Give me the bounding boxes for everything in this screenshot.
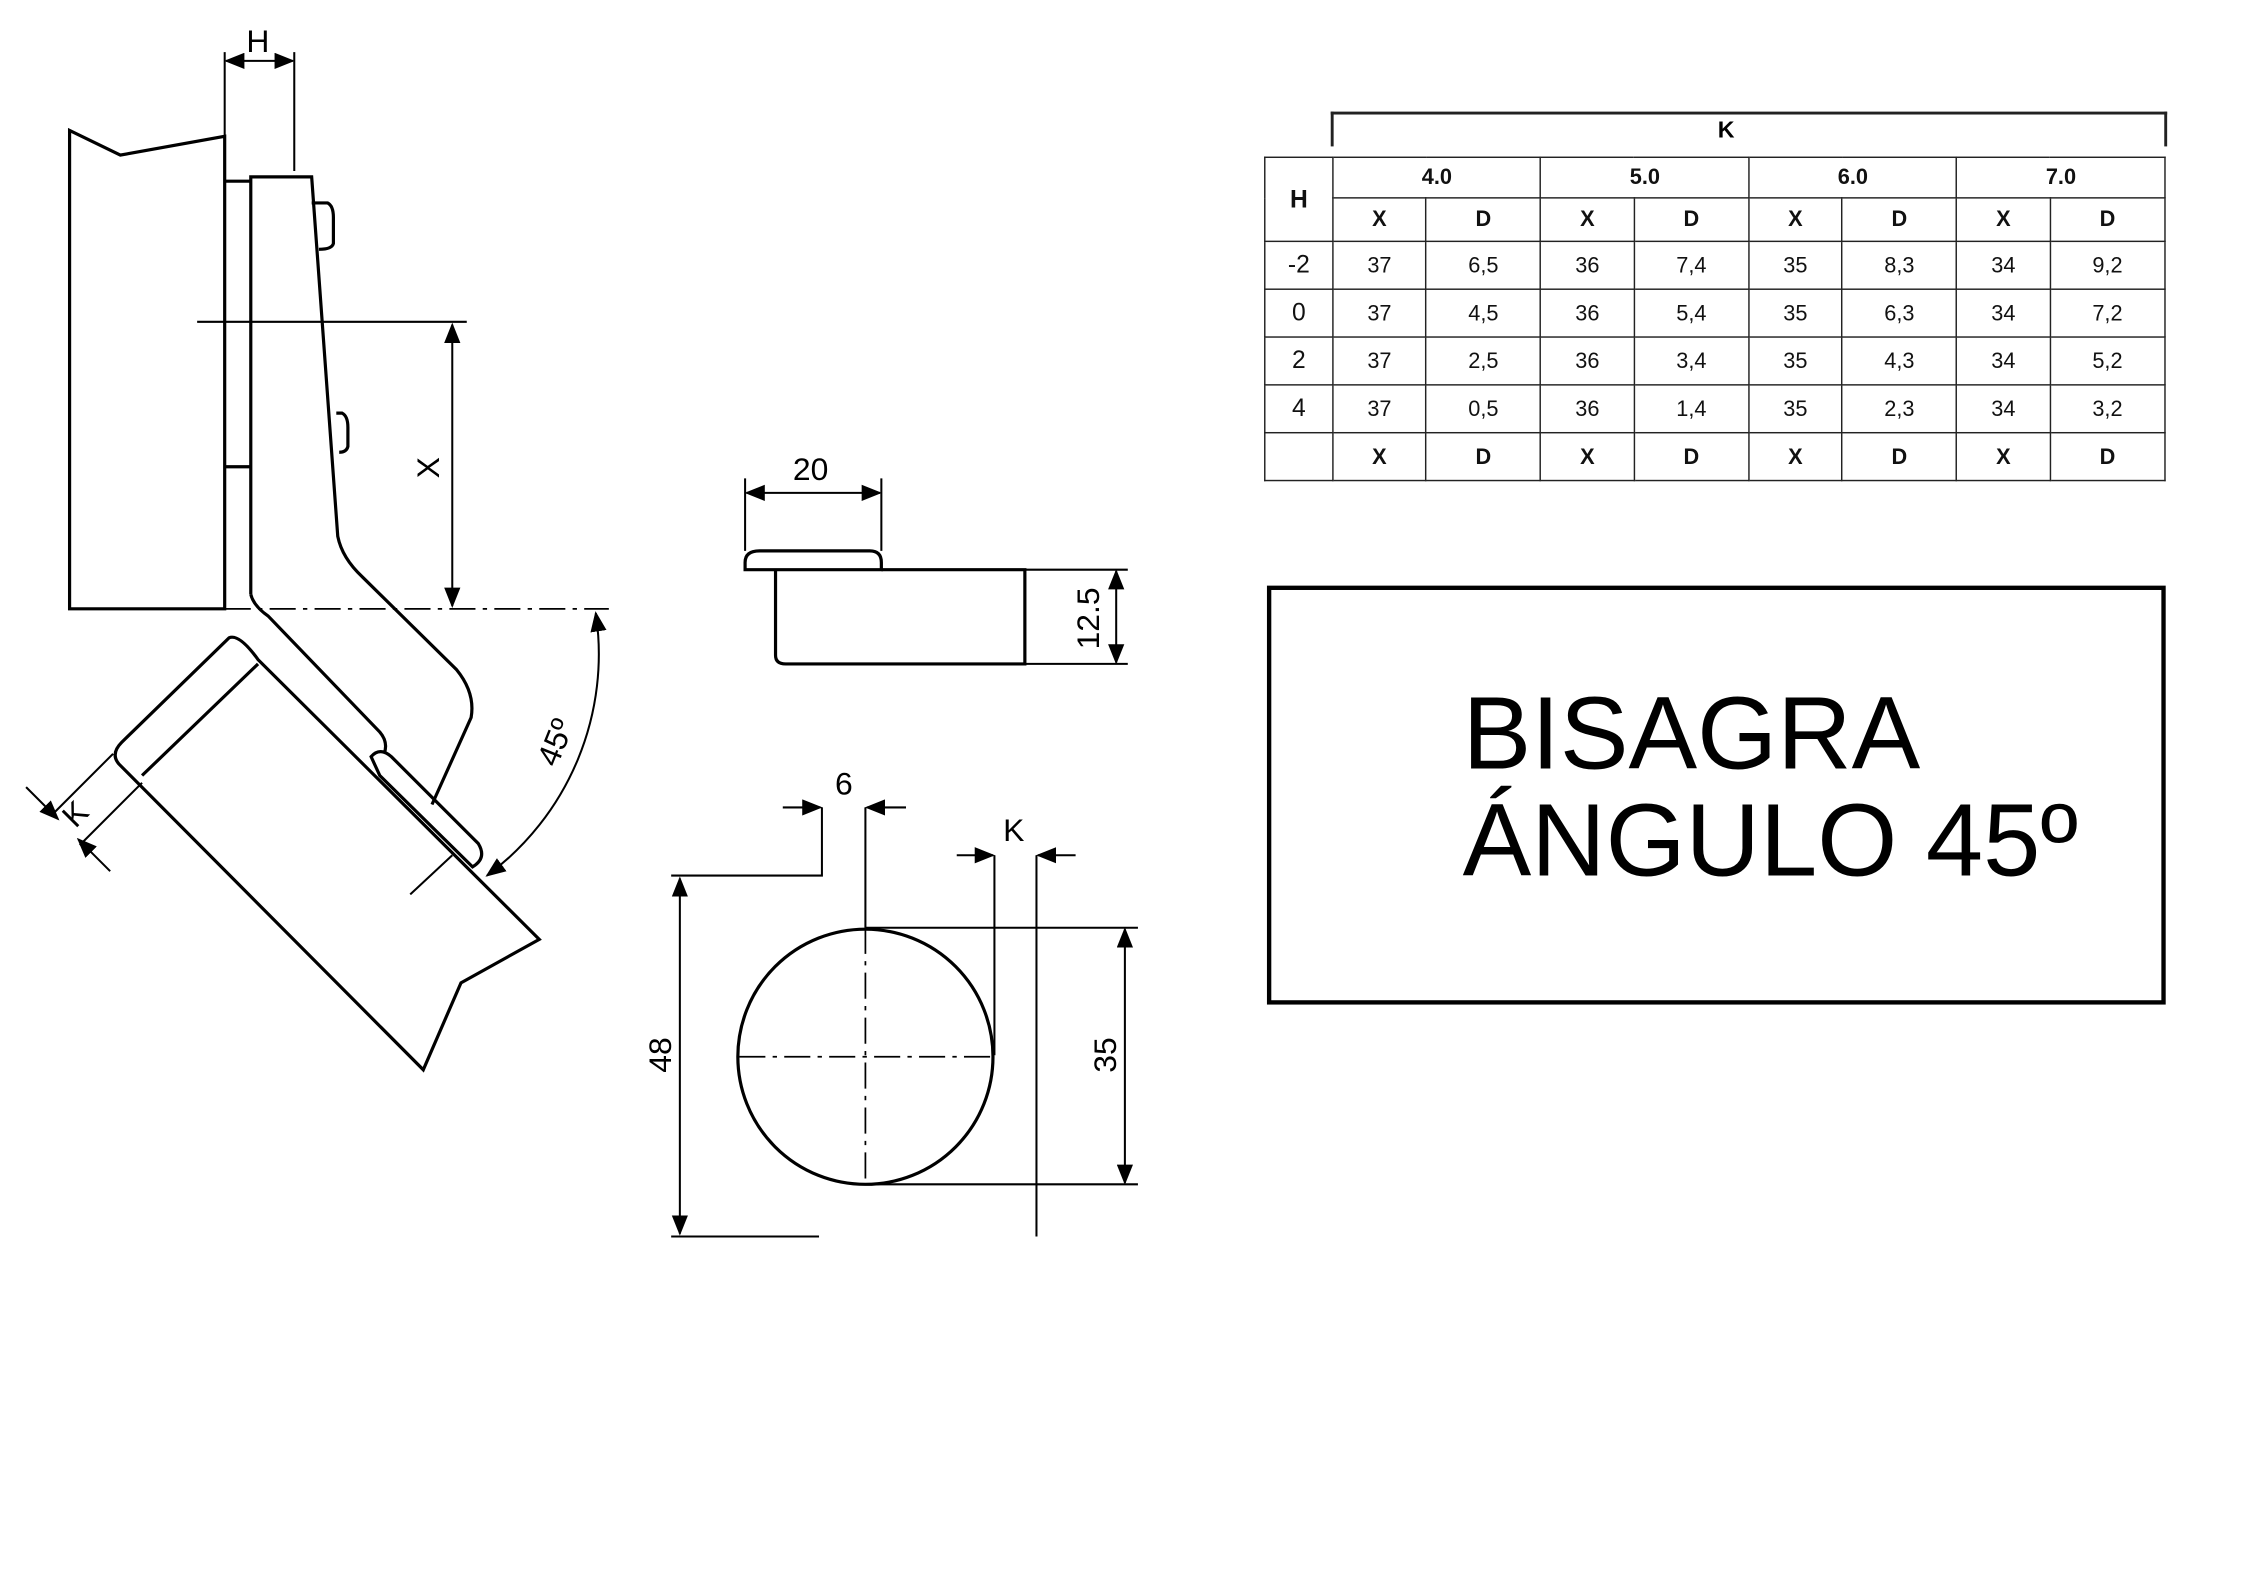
h-value: 2: [1264, 336, 1334, 386]
angle-label: 45º: [530, 713, 581, 770]
sub-header: D: [1425, 197, 1542, 243]
h-dimension-label: H: [246, 23, 269, 59]
k-value: 7.0: [1956, 156, 2166, 199]
table-row: 2 37 2,5 36 3,4 35 4,3 34 5,2: [1264, 336, 2166, 386]
cell: 7,4: [1633, 240, 1750, 290]
title-line-2: ÁNGULO 45º: [1462, 784, 2078, 899]
footer-header: D: [1425, 431, 1542, 482]
hinge-arm: [249, 175, 474, 806]
cell: 36: [1540, 288, 1635, 338]
table-row: -2 37 6,5 36 7,4 35 8,3 34 9,2: [1264, 240, 2166, 290]
cell: 35: [1748, 288, 1843, 338]
sub-header: D: [2049, 197, 2166, 243]
footer-header: X: [1332, 431, 1427, 482]
cell: 36: [1540, 240, 1635, 290]
cup-k-label: K: [1003, 812, 1024, 848]
cell: 3,2: [2049, 384, 2166, 434]
sub-header: X: [1540, 197, 1635, 243]
footer-header: D: [1633, 431, 1750, 482]
plate-view: 20 12.5: [743, 451, 1128, 666]
table-footer-row: X D X D X D X D: [1264, 431, 2166, 482]
footer-header: X: [1540, 431, 1635, 482]
cell: 34: [1956, 288, 2051, 338]
cell: 0,5: [1425, 384, 1542, 434]
cell: 4,3: [1841, 336, 1958, 386]
sub-header: D: [1841, 197, 1958, 243]
k-value: 6.0: [1748, 156, 1958, 199]
plate-height-label: 12.5: [1070, 587, 1106, 649]
h-value: 0: [1264, 288, 1334, 338]
cell: 37: [1332, 288, 1427, 338]
door: [113, 635, 542, 1073]
k-value: 5.0: [1540, 156, 1750, 199]
cell: 34: [1956, 384, 2051, 434]
cell: 36: [1540, 336, 1635, 386]
height-48-label: 48: [642, 1037, 678, 1072]
cell: 36: [1540, 384, 1635, 434]
cell: 35: [1748, 240, 1843, 290]
cup-view: 35 48 6 K: [642, 765, 1138, 1238]
spec-table: H 4.0 5.0 6.0 7.0 X D X D X D X D -2 37 …: [1264, 156, 2166, 482]
sub-header: D: [1633, 197, 1750, 243]
title-box: BISAGRA ÁNGULO 45º: [1266, 585, 2166, 1005]
cell: 4,5: [1425, 288, 1542, 338]
sub-header: X: [1332, 197, 1427, 243]
k-header: K: [1717, 118, 1735, 144]
plate-width-label: 20: [793, 451, 828, 487]
cell: 1,4: [1633, 384, 1750, 434]
cell: 6,3: [1841, 288, 1958, 338]
cell: 3,4: [1633, 336, 1750, 386]
k-value: 4.0: [1332, 156, 1542, 199]
k-dimension-label: K: [55, 794, 95, 834]
cell: 35: [1748, 336, 1843, 386]
h-value: 4: [1264, 384, 1334, 434]
title-line-1: BISAGRA: [1462, 676, 1921, 792]
footer-header: X: [1748, 431, 1843, 482]
table-row: 4 37 0,5 36 1,4 35 2,3 34 3,2: [1264, 384, 2166, 434]
cell: 6,5: [1425, 240, 1542, 290]
cell: 7,2: [2049, 288, 2166, 338]
cell: 5,2: [2049, 336, 2166, 386]
cell: 2,3: [1841, 384, 1958, 434]
cabinet-side: [67, 127, 227, 611]
footer-header: D: [1841, 431, 1958, 482]
cell: 8,3: [1841, 240, 1958, 290]
footer-header: D: [2049, 431, 2166, 482]
cell: 5,4: [1633, 288, 1750, 338]
sub-header: X: [1748, 197, 1843, 243]
h-value: -2: [1264, 240, 1334, 290]
cell: 34: [1956, 336, 2051, 386]
empty-cell: [1264, 431, 1334, 482]
sub-header: X: [1956, 197, 2051, 243]
side-view: H X 45º K: [25, 23, 609, 1073]
cell: 37: [1332, 336, 1427, 386]
cell: 35: [1748, 384, 1843, 434]
table-row: 0 37 4,5 36 5,4 35 6,3 34 7,2: [1264, 288, 2166, 338]
k-bracket: [1330, 111, 2168, 147]
mounting-plate: [224, 179, 251, 469]
offset-6-label: 6: [835, 765, 853, 801]
footer-header: X: [1956, 431, 2051, 482]
cell: 9,2: [2049, 240, 2166, 290]
h-header: H: [1264, 156, 1334, 243]
cell: 37: [1332, 384, 1427, 434]
cup-diameter-label: 35: [1087, 1037, 1123, 1072]
cell: 2,5: [1425, 336, 1542, 386]
cell: 37: [1332, 240, 1427, 290]
x-dimension-label: X: [410, 457, 446, 478]
cell: 34: [1956, 240, 2051, 290]
